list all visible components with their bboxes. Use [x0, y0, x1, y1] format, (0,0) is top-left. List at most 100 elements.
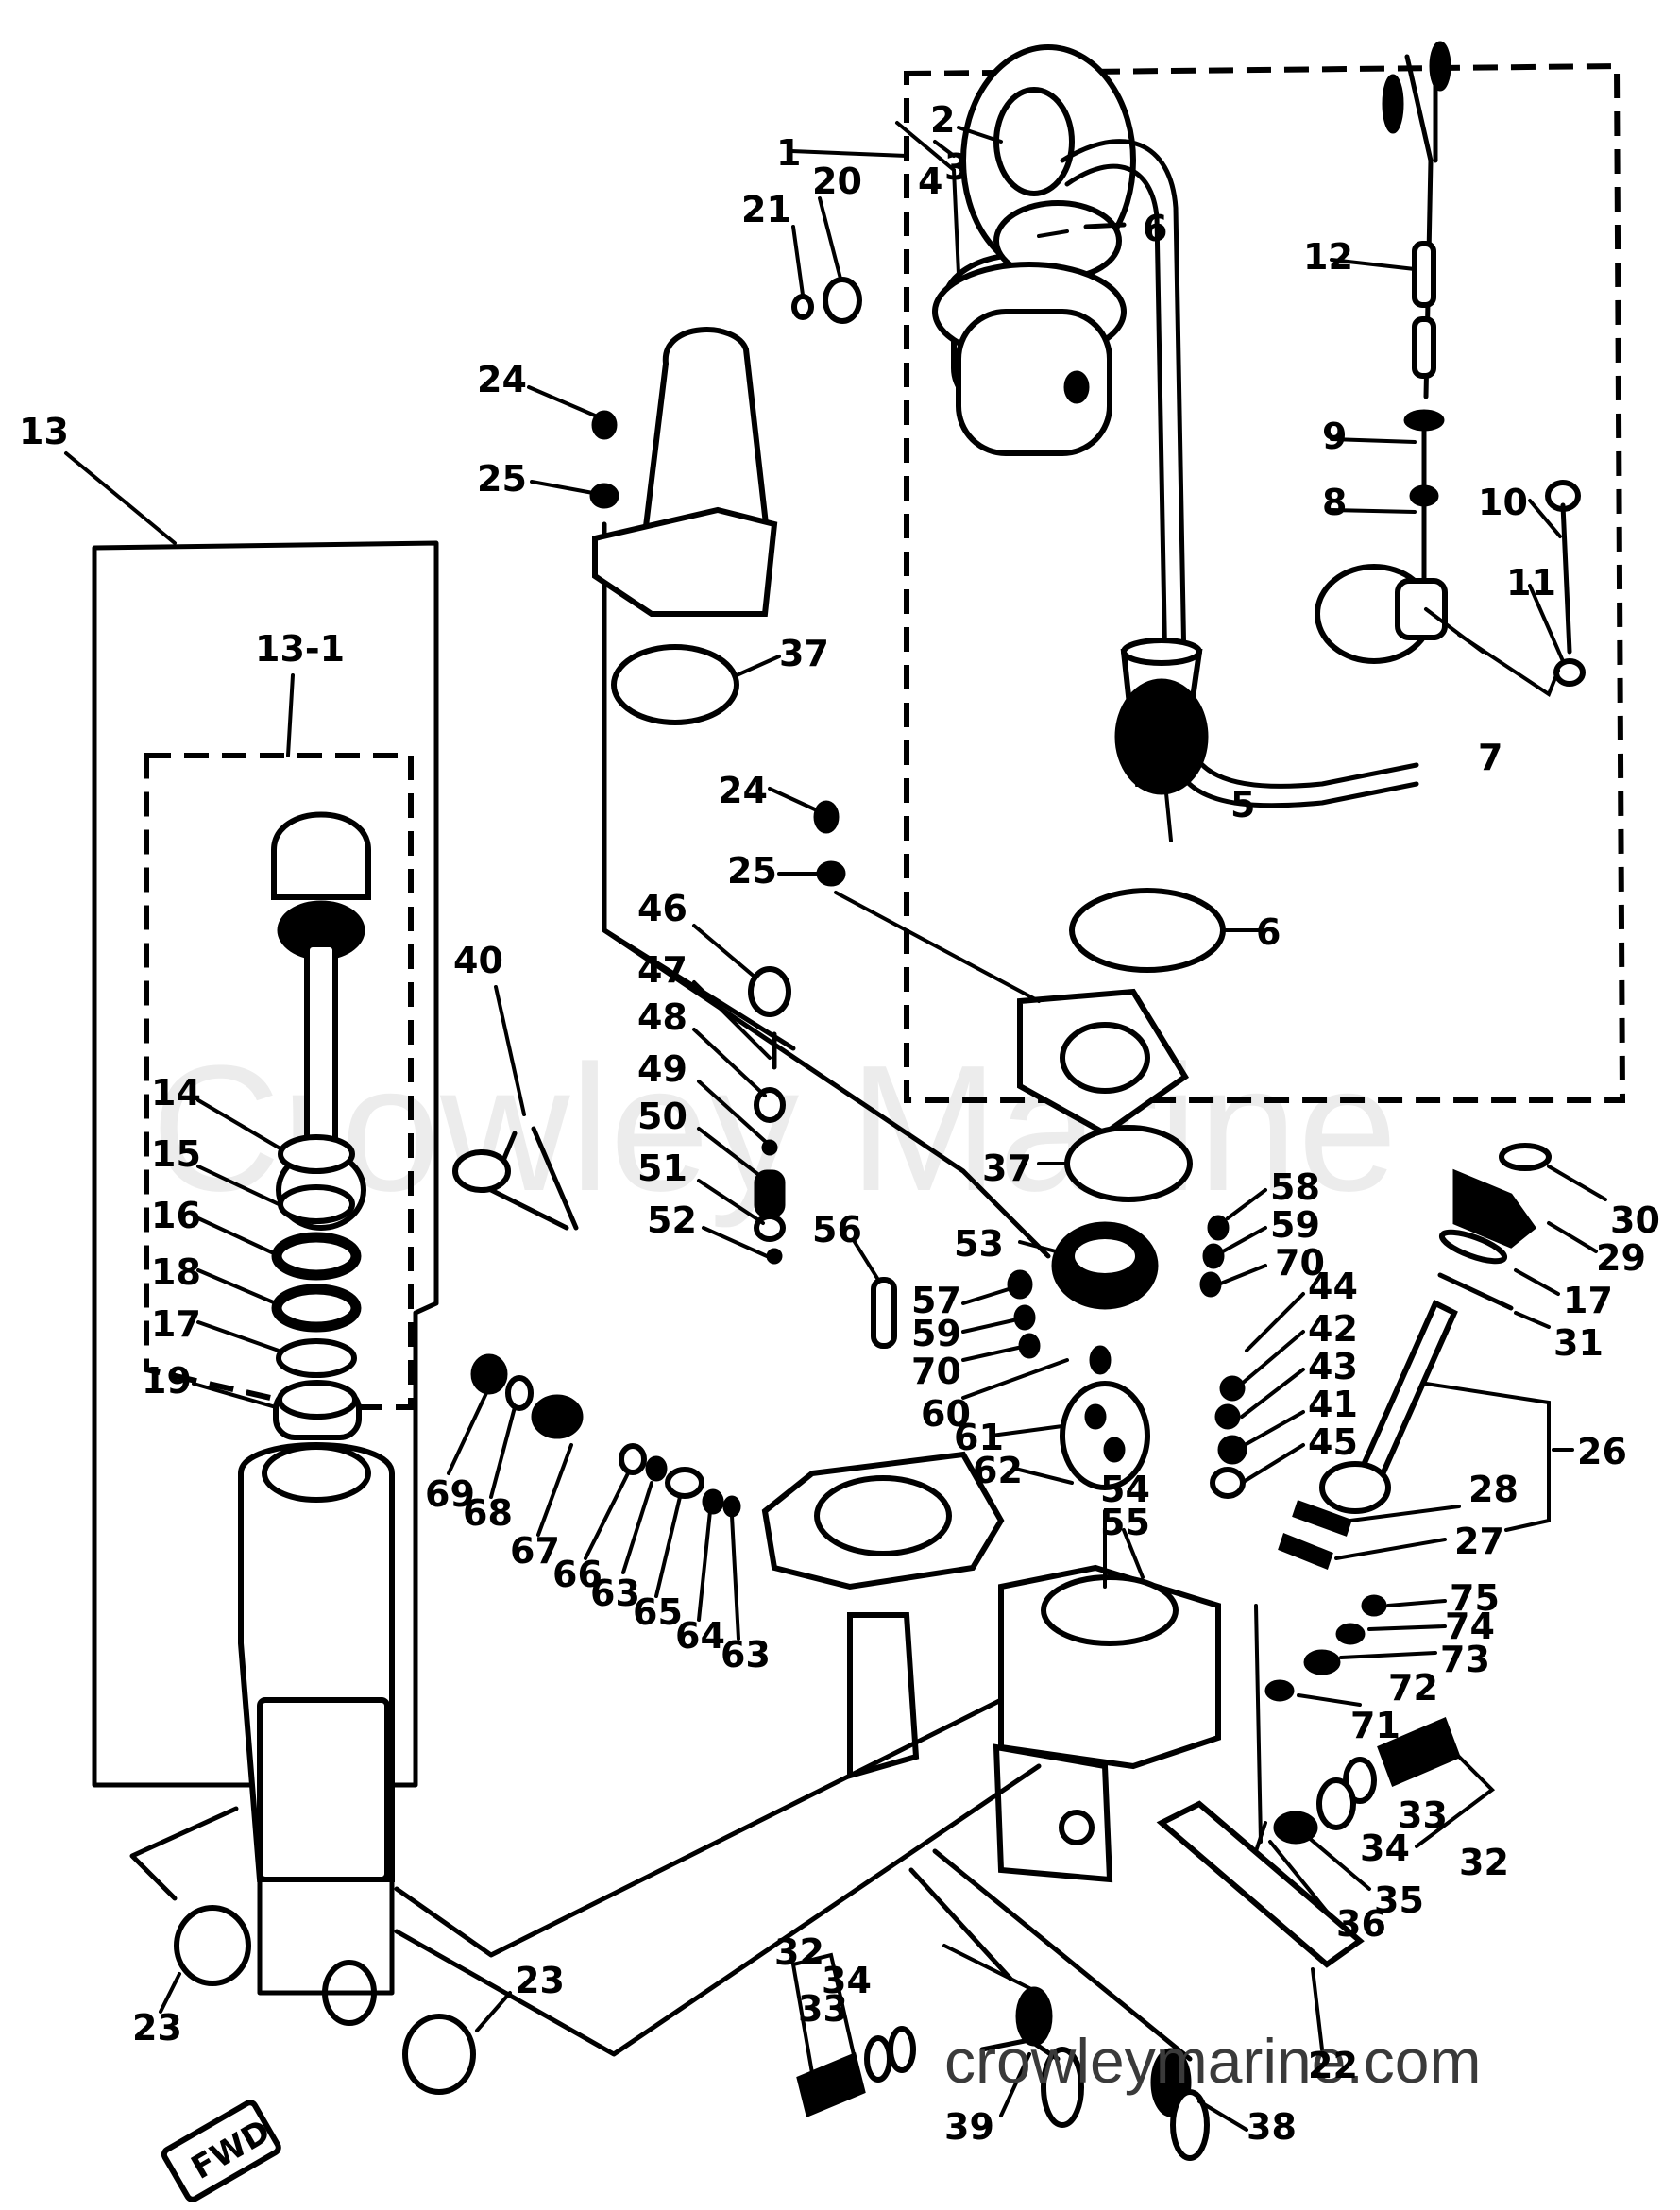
leader-41	[1243, 1410, 1305, 1447]
o-ring-34b[interactable]	[864, 2035, 892, 2082]
hose-fittings-38-39[interactable]	[979, 1986, 1210, 2161]
spring-parts-58-59-70[interactable]	[1199, 1215, 1230, 1298]
motor-yoke[interactable]	[932, 262, 1127, 456]
fwd-tag: FWD	[161, 2100, 281, 2202]
o-ring-37-lower[interactable]	[1064, 1125, 1193, 1202]
leader-71	[1297, 1693, 1362, 1707]
leader-65	[654, 1495, 682, 1598]
leader-52	[702, 1226, 769, 1258]
screw-24a[interactable]	[591, 410, 618, 440]
o-ring-27[interactable]	[1278, 1533, 1333, 1570]
valve-parts-63-69[interactable]	[470, 1353, 741, 1518]
o-ring-30[interactable]	[1499, 1143, 1552, 1171]
o-ring-17b[interactable]	[1438, 1227, 1508, 1267]
o-ring-6-lower[interactable]	[1069, 888, 1226, 973]
leader-59b	[1221, 1226, 1267, 1253]
o-ring-14[interactable]	[278, 1134, 355, 1174]
label-48: 48	[637, 996, 687, 1038]
o-ring-33b[interactable]	[888, 2026, 916, 2073]
label-6a: 6	[1143, 208, 1167, 249]
label-60: 60	[921, 1393, 971, 1435]
label-16: 16	[151, 1195, 201, 1236]
label-26: 26	[1577, 1431, 1627, 1472]
gear-pump[interactable]	[1060, 1345, 1150, 1490]
o-ring-21[interactable]	[791, 294, 814, 320]
leader-12	[1330, 258, 1417, 271]
leader-16	[196, 1216, 278, 1256]
leader-28	[1349, 1504, 1461, 1522]
bracket-23b	[394, 1763, 1042, 2057]
label-39: 39	[944, 2106, 994, 2148]
armature[interactable]	[1114, 638, 1209, 795]
o-ring-37-upper[interactable]	[611, 644, 739, 725]
valve-36a[interactable]	[1273, 1810, 1318, 1844]
label-23b: 23	[515, 1960, 565, 2001]
site-url: crowleymarine.com	[944, 2026, 1481, 2096]
bushing-23a[interactable]	[174, 1905, 251, 1986]
leader-63b	[730, 1514, 740, 1640]
o-ring-15[interactable]	[278, 1184, 355, 1224]
reservoir[interactable]	[592, 327, 778, 617]
plug-20[interactable]	[823, 277, 862, 324]
leader-75	[1386, 1599, 1447, 1607]
o-ring-17a[interactable]	[276, 1338, 357, 1378]
wiring-harness[interactable]	[1382, 41, 1451, 607]
leader-29	[1547, 1221, 1598, 1253]
end-plate[interactable]	[1017, 988, 1190, 1137]
washer-25b[interactable]	[816, 860, 846, 887]
leader-11	[1528, 584, 1565, 663]
valve-parts-41-45[interactable]	[1210, 1375, 1247, 1499]
label-22: 22	[1308, 2045, 1358, 2086]
valve-parts-column[interactable]	[748, 966, 791, 1265]
leader-55	[1122, 1528, 1145, 1579]
bushing-23b[interactable]	[402, 2014, 476, 2095]
spring-28[interactable]	[1292, 1500, 1352, 1537]
manual-valve-26[interactable]	[1319, 1299, 1458, 1514]
leader-66	[584, 1471, 630, 1560]
leader-9	[1330, 437, 1417, 444]
leader-46	[692, 924, 757, 979]
o-ring-18[interactable]	[271, 1284, 362, 1333]
valve-56[interactable]	[871, 1277, 897, 1349]
label-43: 43	[1308, 1346, 1358, 1387]
pump-body[interactable]	[761, 1451, 1221, 1883]
plug-bottom[interactable]	[796, 2051, 866, 2118]
leader-14	[196, 1098, 280, 1149]
label-17b: 17	[1563, 1280, 1613, 1321]
leader-40	[494, 985, 526, 1116]
screw-24b[interactable]	[813, 800, 840, 834]
cylinder-cap-19[interactable]	[273, 1380, 362, 1440]
bolt-10[interactable]	[1545, 480, 1581, 654]
leader-58	[1226, 1188, 1267, 1220]
label-70b: 70	[1275, 1242, 1325, 1284]
leader-70b	[1216, 1264, 1267, 1286]
leader-74	[1367, 1624, 1447, 1631]
label-68: 68	[463, 1492, 513, 1534]
label-55: 55	[1100, 1502, 1150, 1543]
o-ring-16[interactable]	[271, 1232, 362, 1281]
pipe-40[interactable]	[452, 1126, 579, 1231]
label-49: 49	[637, 1048, 687, 1090]
callout-labels: 1 2 3 4 6 5 6 7 8 9 10 11 12 13 13-1 14 …	[19, 99, 1660, 2148]
spring-parts-57-59-70[interactable]	[1007, 1269, 1041, 1359]
label-52: 52	[647, 1199, 697, 1241]
tilt-cylinder[interactable]	[238, 1442, 395, 2026]
washer-25a[interactable]	[589, 483, 619, 509]
oil-seal-53[interactable]	[1051, 1221, 1159, 1310]
o-ring-35[interactable]	[1316, 1777, 1356, 1830]
leader-62	[1013, 1467, 1074, 1485]
valve-parts-71-75[interactable]	[1264, 1594, 1387, 1702]
o-ring-31[interactable]	[1437, 1272, 1514, 1311]
leader-73	[1339, 1651, 1437, 1659]
label-63a: 63	[590, 1572, 640, 1614]
washer-11[interactable]	[1553, 658, 1586, 687]
leader-70a	[961, 1346, 1020, 1362]
leader-8	[1330, 508, 1417, 514]
shaft-22[interactable]	[1156, 1800, 1365, 1968]
bracket-23a	[129, 1806, 239, 1901]
label-74: 74	[1445, 1606, 1495, 1647]
motor-bracket[interactable]	[1315, 564, 1448, 664]
label-73: 73	[1440, 1639, 1490, 1680]
cover-29[interactable]	[1452, 1168, 1537, 1249]
leader-67	[536, 1443, 573, 1537]
